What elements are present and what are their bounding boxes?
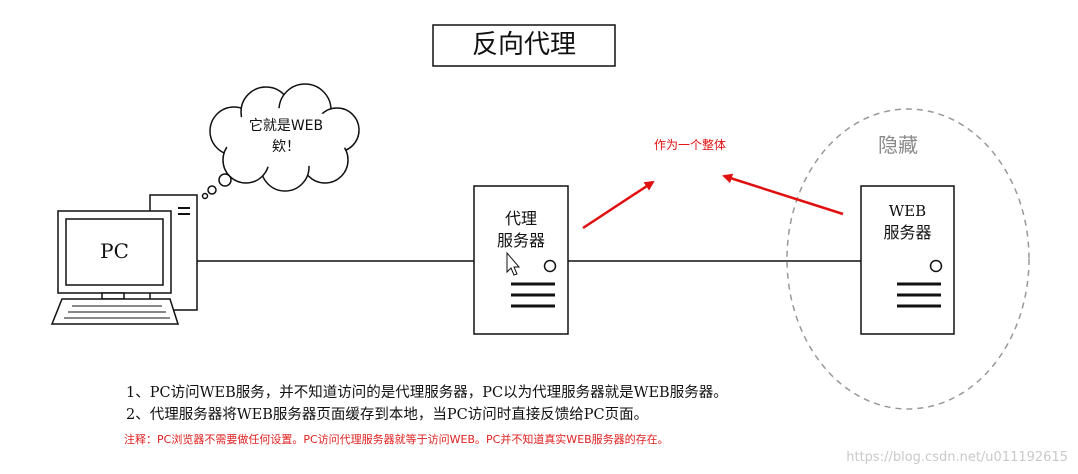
hidden-ellipse bbox=[786, 108, 1030, 410]
mouse-cursor-icon bbox=[506, 251, 521, 276]
title-box bbox=[432, 24, 616, 67]
cloud-text-line1: 它就是WEB bbox=[248, 118, 324, 134]
pc-screen bbox=[65, 218, 164, 286]
proxy-server-box bbox=[473, 185, 569, 335]
web-server-box bbox=[860, 185, 955, 335]
proxy-server-label-line1: 代理 bbox=[504, 209, 537, 228]
thought-cloud bbox=[201, 83, 360, 200]
arrow-from-proxy bbox=[582, 180, 655, 230]
note-line-1: 1、PC访问WEB服务，并不知道访问的是代理服务器，PC以为代理服务器就是WEB… bbox=[126, 385, 728, 401]
watermark: https://blog.csdn.net/u011192615 bbox=[846, 450, 1068, 465]
note-line-2: 2、代理服务器将WEB服务器页面缓存到本地，当PC访问时直接反馈给PC页面。 bbox=[126, 407, 649, 423]
pc-computer bbox=[50, 194, 198, 325]
remark-line: 注释：PC浏览器不需要做任何设置。PC访问代理服务器就等于访问WEB。PC并不知… bbox=[124, 433, 669, 446]
web-server-label-line2: 服务器 bbox=[883, 223, 932, 242]
web-server-label-line1: WEB bbox=[888, 202, 927, 220]
whole-label: 作为一个整体 bbox=[654, 138, 727, 152]
arrow-from-web bbox=[722, 173, 844, 216]
hidden-label: 隐藏 bbox=[878, 133, 918, 157]
page-title: 反向代理 bbox=[471, 30, 576, 60]
cloud-text-line2: 欸！ bbox=[272, 139, 300, 155]
pc-label: PC bbox=[100, 239, 129, 263]
proxy-server-label-line2: 服务器 bbox=[496, 231, 545, 250]
